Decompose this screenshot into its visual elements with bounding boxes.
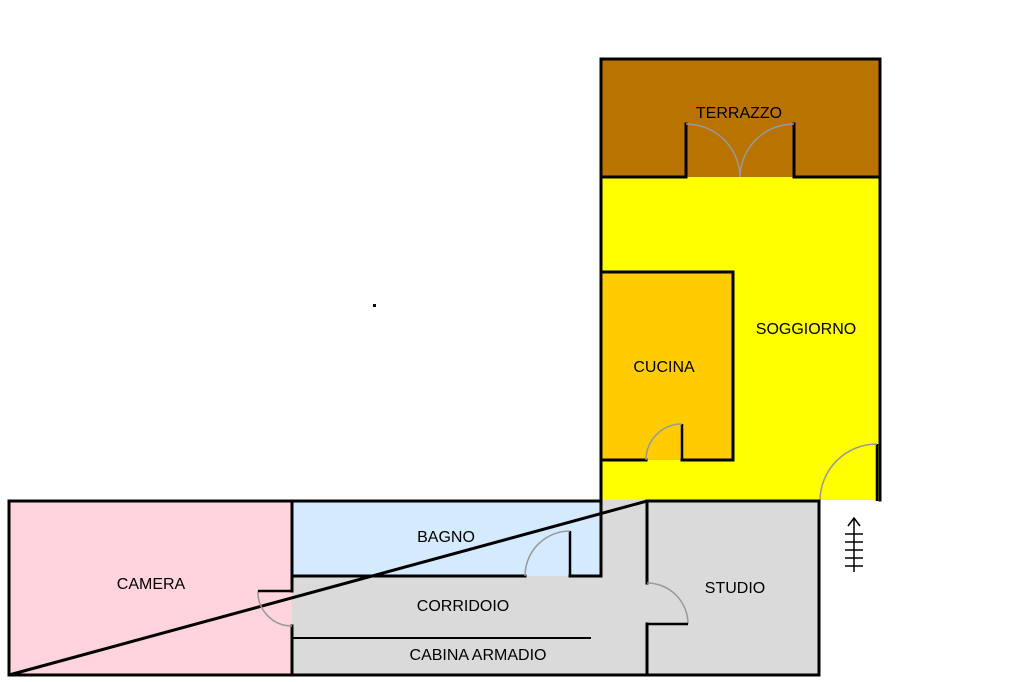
label-studio: STUDIO — [705, 580, 765, 597]
label-corridoio: CORRIDOIO — [417, 598, 509, 615]
room-terrazzo — [601, 59, 880, 177]
bagno-door-arc — [524, 530, 571, 577]
label-camera: CAMERA — [117, 576, 186, 593]
stray-dot — [373, 304, 376, 307]
room-cucina — [601, 272, 733, 460]
room-camera — [9, 501, 292, 675]
wall-lower-block — [7, 499, 821, 677]
camera-door-arc — [257, 590, 293, 627]
wall-cucina — [599, 270, 735, 462]
entrance-door-arc — [819, 443, 878, 502]
room-cabina-armadio — [292, 638, 647, 675]
label-bagno: BAGNO — [417, 529, 475, 546]
studio-door-arc — [646, 582, 689, 625]
wall-terrazzo-bottom-right — [792, 122, 882, 179]
room-bagno — [292, 501, 601, 576]
wall-terrazzo-bottom-left — [599, 122, 688, 179]
cucina-door-arc — [645, 423, 683, 461]
wall-bagno-bottom-right — [568, 499, 603, 578]
room-corridoio-hall — [601, 500, 647, 600]
wall-terrazzo — [599, 57, 882, 502]
room-corridoio — [292, 576, 647, 638]
up-arrow-icon — [845, 516, 863, 572]
terrazzo-door-arc-left — [685, 123, 741, 178]
label-cabina-armadio: CABINA ARMADIO — [410, 647, 547, 664]
room-studio — [647, 501, 819, 675]
terrazzo-door-arc-right — [739, 123, 795, 178]
label-cucina: CUCINA — [633, 359, 695, 376]
label-soggiorno: SOGGIORNO — [756, 321, 856, 338]
label-terrazzo: TERRAZZO — [696, 105, 782, 122]
